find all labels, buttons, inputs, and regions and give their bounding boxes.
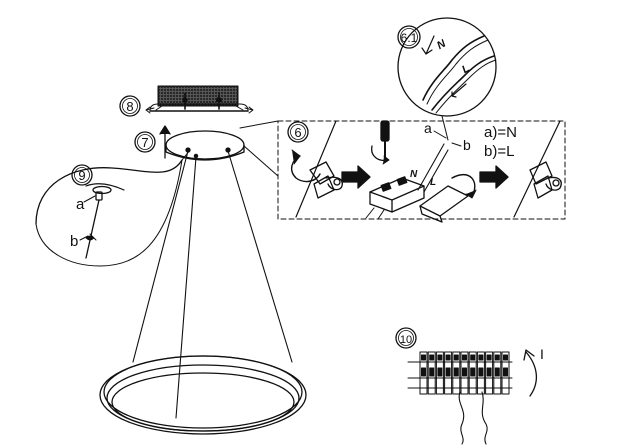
callout-b: b	[463, 137, 471, 153]
breaker-terminal	[429, 354, 435, 361]
breaker-terminal	[445, 354, 451, 361]
switch-on-label: I	[540, 346, 544, 362]
wire-label-n: N	[435, 37, 449, 52]
breaker-terminal	[470, 354, 476, 361]
connector-closed-right	[513, 120, 562, 218]
breaker-toggle	[486, 367, 492, 377]
breaker-module	[444, 351, 453, 395]
breaker-toggle	[462, 367, 467, 377]
step-10-number: 10	[400, 334, 412, 346]
step-7-circle	[134, 131, 156, 153]
screwdriver-icon	[371, 120, 390, 165]
callout-a-pendant: a	[76, 196, 85, 213]
breaker-module	[501, 351, 510, 395]
breaker-terminal	[494, 354, 500, 361]
breaker-toggle	[429, 367, 435, 377]
breaker-module	[419, 351, 428, 395]
terminal-label-n: N	[410, 169, 418, 180]
breaker-module	[493, 351, 502, 395]
breaker-terminal	[453, 354, 459, 361]
legend-a-n: a)=N	[484, 124, 517, 141]
circuit-breaker-panel	[407, 351, 513, 445]
step-9-number: 9	[78, 168, 85, 183]
step-8-number: 8	[126, 99, 133, 114]
lift-arrow	[159, 125, 171, 159]
pendant-lamp	[99, 130, 307, 435]
terminal-block-open	[365, 143, 449, 220]
step-6-circle	[287, 121, 309, 143]
step-10-circle	[395, 327, 417, 349]
step-6-1-circle	[397, 25, 421, 49]
breaker-toggle	[478, 367, 484, 377]
step-6-number: 6	[294, 125, 301, 140]
breaker-toggle	[421, 367, 426, 377]
breaker-toggle	[503, 367, 508, 377]
breaker-toggle	[437, 367, 443, 377]
breaker-terminal	[437, 354, 443, 361]
breaker-terminal	[486, 354, 492, 361]
wires-detail-6-1	[397, 17, 497, 141]
breaker-terminal	[462, 354, 467, 361]
breaker-module	[460, 351, 469, 395]
switch-on-arrow	[523, 349, 537, 397]
step-8-circle	[119, 95, 141, 117]
connector-closed-left	[295, 120, 343, 218]
cable-clamp-detail	[35, 159, 183, 267]
breaker-terminal	[478, 354, 484, 361]
terminal-label-l: L	[430, 177, 436, 188]
breaker-module	[427, 351, 436, 395]
ceiling-mount-step-8	[145, 85, 254, 114]
connection-panel-step-6: N L a b	[239, 120, 566, 223]
breaker-module	[476, 351, 485, 395]
callout-a: a	[424, 120, 432, 136]
suspension-cables	[132, 150, 293, 419]
ceiling-canopy	[165, 130, 245, 161]
next-arrow-1	[341, 165, 371, 189]
step-7-number: 7	[141, 135, 148, 150]
legend-b-l: b)=L	[484, 143, 514, 160]
callout-b-pendant: b	[70, 233, 78, 250]
breaker-toggle	[470, 367, 476, 377]
next-arrow-2	[479, 165, 509, 189]
step-9-circle	[71, 164, 93, 186]
breaker-toggle	[445, 367, 451, 377]
breaker-module	[452, 351, 461, 395]
breaker-terminal	[503, 354, 508, 361]
breaker-terminal	[421, 354, 426, 361]
led-ring	[99, 355, 307, 435]
breaker-module	[468, 351, 477, 395]
breaker-module	[485, 351, 494, 395]
breaker-module	[435, 351, 444, 395]
step-6-1-number: 6.1	[401, 31, 418, 45]
terminal-cover	[419, 173, 477, 223]
breaker-toggle	[453, 367, 459, 377]
breaker-toggle	[494, 367, 500, 377]
